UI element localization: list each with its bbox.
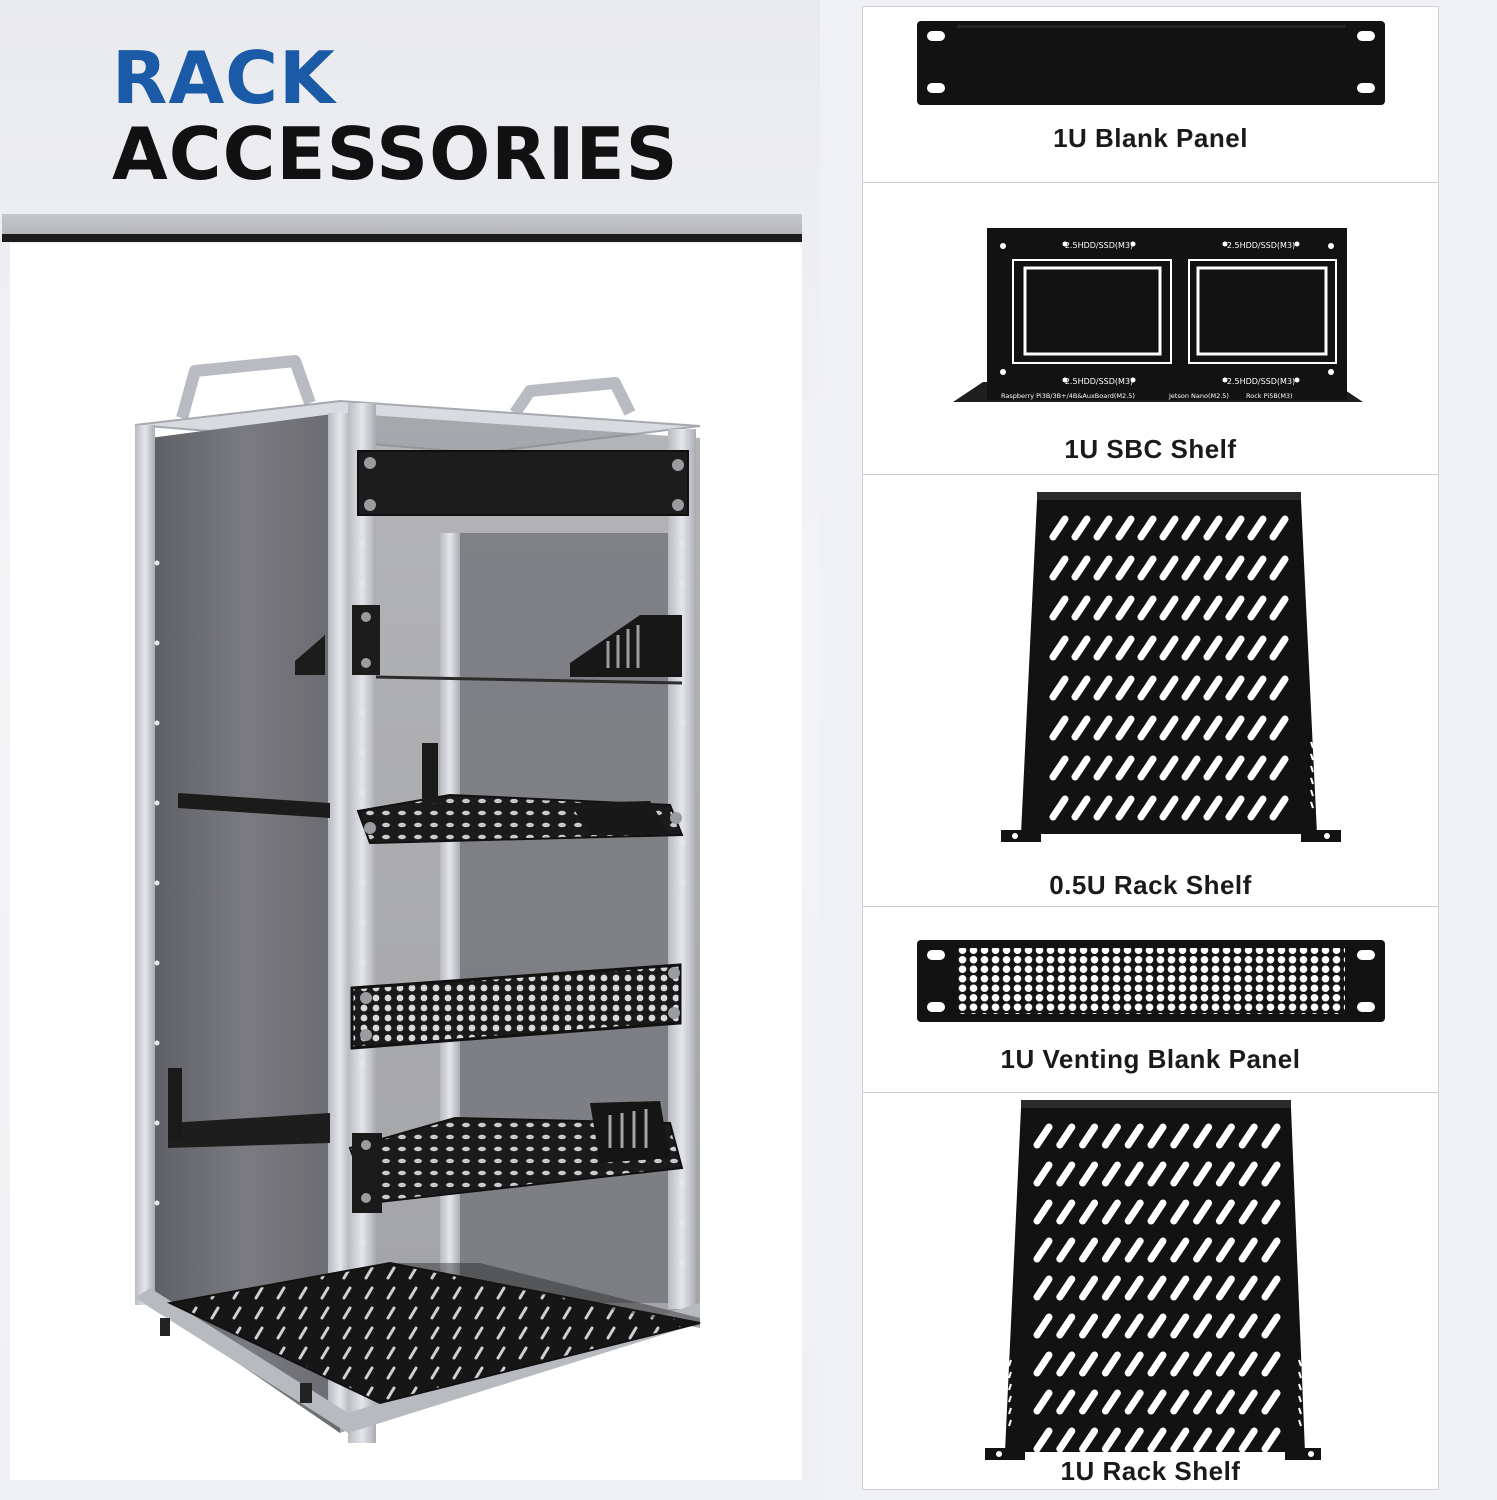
accessory-label: 1U Rack Shelf <box>1060 1456 1241 1486</box>
accessory-label: 1U Blank Panel <box>1053 123 1248 153</box>
one-u-shelf-image <box>985 1100 1321 1460</box>
list-item-0-5u-rack-shelf: 0.5U Rack Shelf <box>863 474 1438 907</box>
accessory-label: 0.5U Rack Shelf <box>1049 870 1252 900</box>
sbc-shelf-image: 2.5HDD/SSD(M3) 2.5HDD/SSD(M3) 2.5HDD/SSD… <box>953 228 1363 402</box>
sbc-legend-rock: Rock Pi5B(M3) <box>1246 392 1293 400</box>
accessory-label: 1U SBC Shelf <box>1064 434 1237 464</box>
venting-panel-image <box>917 940 1385 1022</box>
rack-cabinet-illustration <box>134 355 701 1443</box>
rack-cabinet-photo <box>10 243 802 1480</box>
list-item-1u-venting-blank-panel: 1U Venting Blank Panel <box>863 906 1438 1093</box>
sbc-label-top-left: 2.5HDD/SSD(M3) <box>1065 241 1133 250</box>
list-item-1u-sbc-shelf: 2.5HDD/SSD(M3) 2.5HDD/SSD(M3) 2.5HDD/SSD… <box>863 182 1438 475</box>
title-line-accessories: ACCESSORIES <box>112 112 679 196</box>
title-line-rack: RACK <box>112 36 336 120</box>
sbc-legend-raspberry: Raspberry Pi3B/3B+/4B&AuxBoard(M2.5) <box>1001 392 1135 400</box>
title-divider-shadow <box>2 234 802 242</box>
ventilation-slots <box>1049 515 1289 821</box>
sbc-label-top-right: 2.5HDD/SSD(M3) <box>1227 241 1295 250</box>
blank-panel-image <box>917 21 1385 105</box>
sbc-legend-jetson: Jetson Nano(M2.5) <box>1168 392 1229 400</box>
list-item-1u-rack-shelf: 1U Rack Shelf <box>863 1092 1438 1489</box>
list-item-1u-blank-panel: 1U Blank Panel <box>863 7 1438 183</box>
accessory-label: 1U Venting Blank Panel <box>1000 1044 1301 1074</box>
page-title: RACK ACCESSORIES <box>112 42 679 192</box>
sbc-label-bottom-right: 2.5HDD/SSD(M3) <box>1227 377 1295 386</box>
ventilation-slots <box>1033 1123 1281 1453</box>
sbc-label-bottom-left: 2.5HDD/SSD(M3) <box>1065 377 1133 386</box>
accessory-list: 1U Blank Panel 2.5HDD/SSD(M3) 2.5HDD/SSD… <box>862 6 1439 1490</box>
half-u-shelf-image <box>1001 492 1341 842</box>
